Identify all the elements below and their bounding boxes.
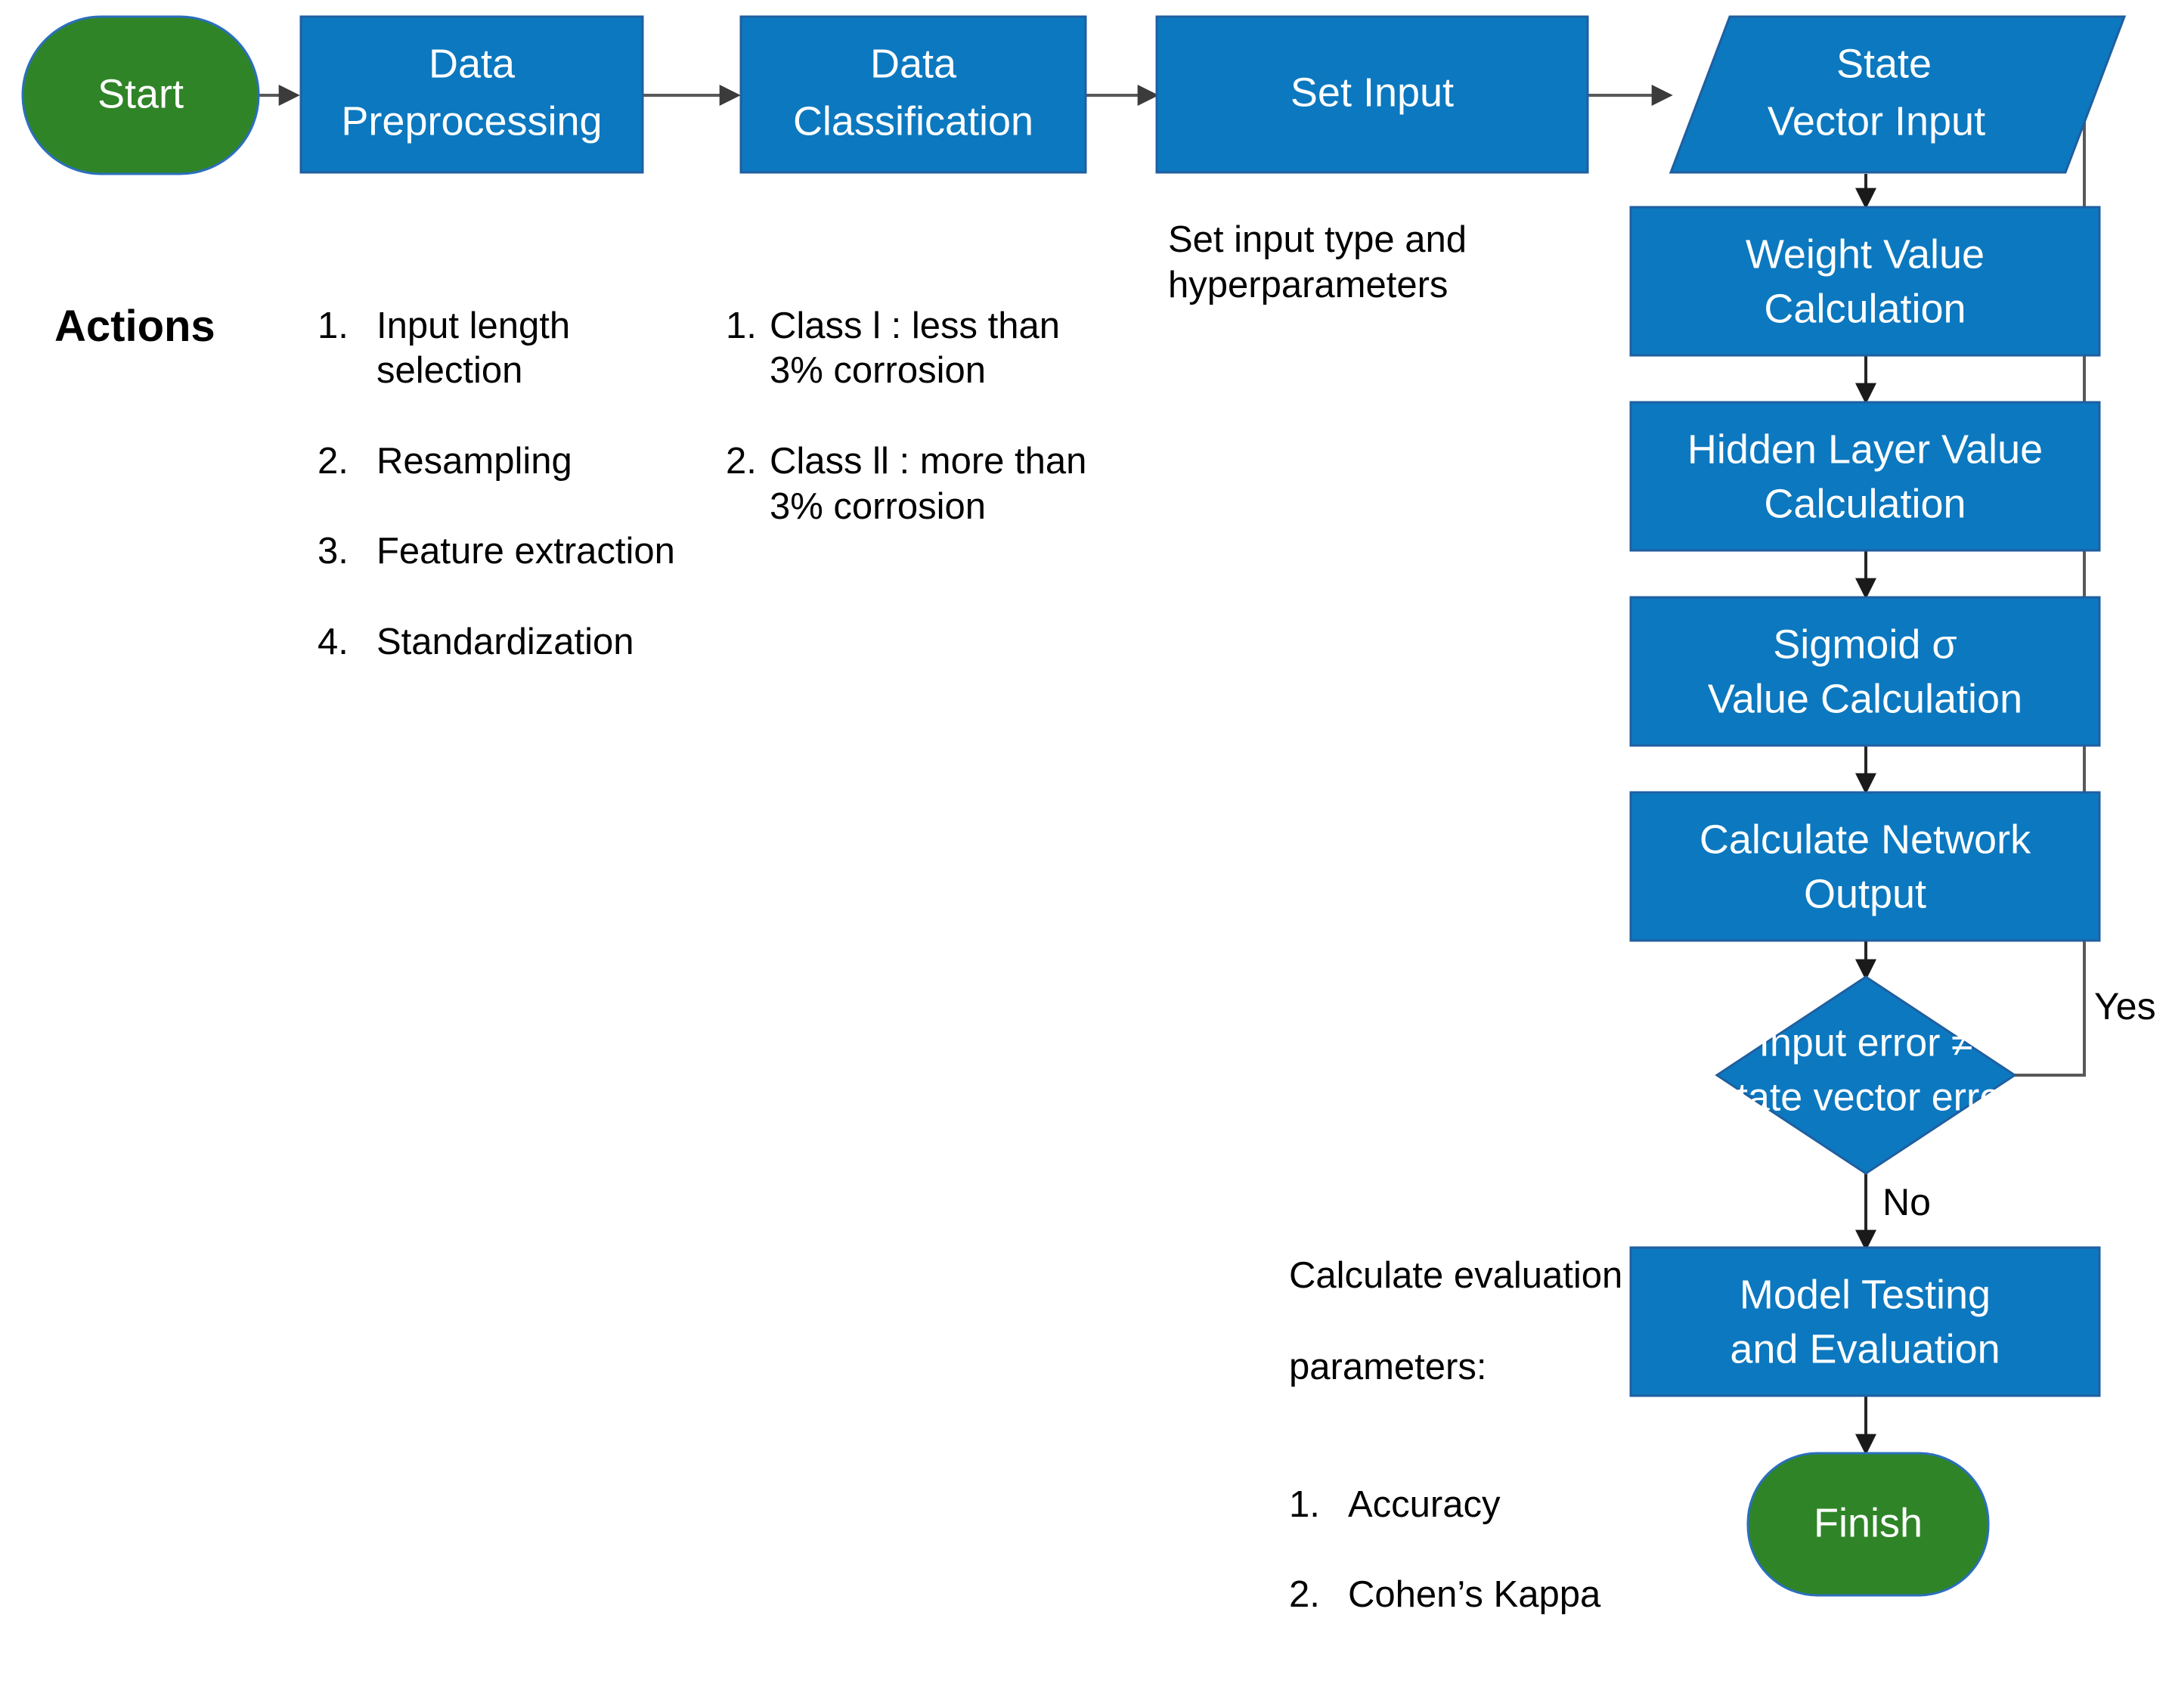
edge-label-yes: Yes bbox=[2094, 985, 2156, 1028]
node-hidden-layer-value-line1: Hidden Layer Value bbox=[1687, 426, 2043, 472]
node-sigmoid-value-calculation[interactable]: Sigmoid σ Value Calculation bbox=[1629, 596, 2101, 747]
edge-label-no: No bbox=[1882, 1181, 1931, 1223]
node-set-input[interactable]: Set Input bbox=[1155, 15, 1589, 174]
node-state-vector-input[interactable]: State Vector Input bbox=[1669, 15, 2127, 174]
list-item-number: 2. bbox=[318, 440, 349, 482]
annotation-evaluation-heading-line2: parameters: bbox=[1289, 1347, 1487, 1388]
node-calculate-network-output[interactable]: Calculate Network Output bbox=[1629, 791, 2101, 942]
annotation-preprocessing: 1. Input length selection 2. Resampling … bbox=[318, 213, 680, 755]
list-item: 2. Cohen’s Kappa bbox=[1289, 1573, 1667, 1618]
annotation-set-input: Set input type and hyperparameters bbox=[1168, 219, 1467, 305]
list-item-number: 1. bbox=[726, 305, 757, 346]
node-start-label: Start bbox=[98, 71, 184, 116]
annotation-evaluation-heading-line1: Calculate evaluation bbox=[1289, 1254, 1623, 1296]
node-decision-error[interactable]: Input error ≠ state vector error bbox=[1715, 975, 2017, 1175]
node-state-vector-input-line1: State bbox=[1836, 41, 1932, 86]
node-data-classification-line1: Data bbox=[870, 41, 957, 86]
node-state-vector-input-line2: Vector Input bbox=[1768, 98, 1985, 144]
list-item-text: Input length selection bbox=[376, 305, 571, 392]
annotation-evaluation: Calculate evaluation parameters: 1. Accu… bbox=[1289, 1208, 1667, 1708]
node-calculate-network-output-line2: Output bbox=[1804, 871, 1926, 916]
list-item-text: Cohen’s Kappa bbox=[1348, 1574, 1601, 1616]
node-model-testing-line1: Model Testing bbox=[1740, 1272, 1991, 1317]
node-data-classification-line2: Classification bbox=[793, 98, 1033, 144]
list-item-text: Accuracy bbox=[1348, 1483, 1501, 1525]
actions-title: Actions bbox=[54, 302, 215, 351]
node-finish-label: Finish bbox=[1814, 1500, 1923, 1545]
list-item: 3. Feature extraction bbox=[318, 529, 680, 575]
node-data-classification[interactable]: Data Classification bbox=[739, 15, 1087, 174]
annotation-evaluation-list: 1. Accuracy 2. Cohen’s Kappa bbox=[1289, 1437, 1667, 1663]
list-item: 2. Class ll : more than 3% corrosion bbox=[726, 439, 1119, 530]
node-model-testing-line2: and Evaluation bbox=[1730, 1326, 2000, 1372]
node-calculate-network-output-line1: Calculate Network bbox=[1700, 817, 2031, 862]
list-item-number: 3. bbox=[318, 531, 349, 572]
node-weight-value-line1: Weight Value bbox=[1746, 231, 1985, 277]
list-item: 1. Accuracy bbox=[1289, 1483, 1667, 1528]
node-sigmoid-value-line2: Value Calculation bbox=[1708, 676, 2022, 721]
node-model-testing[interactable]: Model Testing and Evaluation bbox=[1629, 1246, 2101, 1397]
list-item-number: 2. bbox=[726, 440, 757, 482]
node-hidden-layer-value-line2: Calculation bbox=[1764, 481, 1966, 526]
list-item: 1. Input length selection bbox=[318, 304, 680, 395]
list-item-text: Class l : less than 3% corrosion bbox=[770, 305, 1060, 392]
list-item-number: 4. bbox=[318, 621, 349, 662]
list-item-number: 1. bbox=[318, 305, 349, 346]
annotation-preprocessing-list: 1. Input length selection 2. Resampling … bbox=[318, 259, 680, 711]
list-item-text: Standardization bbox=[376, 621, 634, 662]
list-item-number: 1. bbox=[1289, 1483, 1320, 1525]
node-hidden-layer-value-calculation[interactable]: Hidden Layer Value Calculation bbox=[1629, 401, 2101, 552]
list-item: 4. Standardization bbox=[318, 620, 680, 665]
annotation-classification: 1. Class l : less than 3% corrosion 2. C… bbox=[726, 213, 1119, 620]
node-decision-error-line2: state vector error bbox=[1717, 1076, 2014, 1120]
list-item-text: Resampling bbox=[376, 440, 572, 482]
list-item-text: Feature extraction bbox=[376, 531, 675, 572]
list-item: 1. Class l : less than 3% corrosion bbox=[726, 304, 1119, 395]
node-finish[interactable]: Finish bbox=[1746, 1452, 1990, 1597]
node-set-input-line1: Set Input bbox=[1291, 70, 1454, 115]
node-start[interactable]: Start bbox=[21, 15, 260, 175]
list-item: 2. Resampling bbox=[318, 439, 680, 485]
node-data-preprocessing-line2: Preprocessing bbox=[341, 98, 602, 144]
flowchart-graphics: Start Data Preprocessing Data Classifica… bbox=[21, 15, 2156, 1597]
node-data-preprocessing-line1: Data bbox=[429, 41, 516, 86]
node-weight-value-calculation[interactable]: Weight Value Calculation bbox=[1629, 206, 2101, 357]
flowchart-canvas: Start Data Preprocessing Data Classifica… bbox=[21, 15, 2156, 1615]
annotation-classification-list: 1. Class l : less than 3% corrosion 2. C… bbox=[726, 259, 1119, 575]
node-weight-value-line2: Calculation bbox=[1764, 286, 1966, 331]
list-item-number: 2. bbox=[1289, 1574, 1320, 1616]
list-item-text: Class ll : more than 3% corrosion bbox=[770, 440, 1087, 527]
node-sigmoid-value-line1: Sigmoid σ bbox=[1773, 622, 1957, 667]
node-data-preprocessing[interactable]: Data Preprocessing bbox=[299, 15, 644, 174]
node-decision-error-line1: Input error ≠ bbox=[1759, 1021, 1973, 1065]
